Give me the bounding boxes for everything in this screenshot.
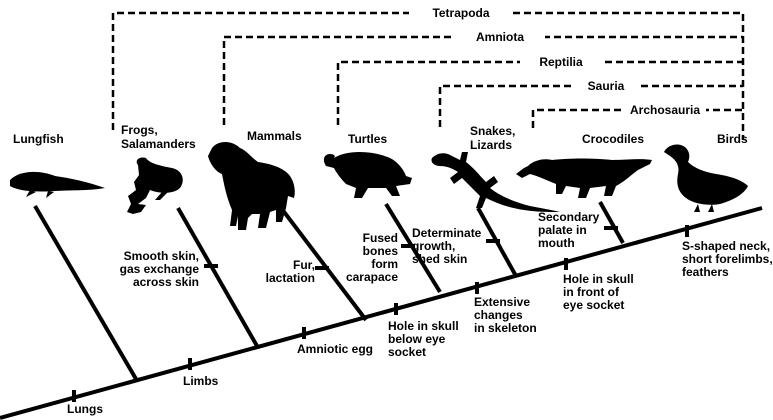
group-brackets: Tetrapoda Amniota Reptilia Sauria Archos… bbox=[113, 4, 743, 140]
lungfish-silhouette bbox=[10, 172, 105, 198]
char-label-amniotic-egg: Amniotic egg bbox=[297, 342, 373, 356]
char-label-lungs: Lungs bbox=[67, 402, 103, 416]
turtle-silhouette bbox=[324, 152, 412, 198]
group-label-amniota: Amniota bbox=[476, 30, 524, 44]
branch-crocodiles bbox=[600, 202, 623, 243]
taxon-label-frogs-salamanders: Frogs,Salamanders bbox=[121, 123, 196, 151]
char-label-s-shaped-neck: S-shaped neck,short forelimbs,feathers bbox=[682, 239, 773, 279]
taxon-label-snakes-lizards: Snakes,Lizards bbox=[470, 124, 515, 152]
taxon-label-mammals: Mammals bbox=[247, 129, 302, 143]
taxon-label-crocodiles: Crocodiles bbox=[582, 132, 644, 146]
taxon-label-birds: Birds bbox=[717, 132, 748, 146]
branch-lungfish bbox=[35, 206, 136, 379]
frog-silhouette bbox=[127, 157, 183, 214]
group-label-tetrapoda: Tetrapoda bbox=[432, 6, 489, 20]
char-label-limbs: Limbs bbox=[183, 374, 219, 388]
group-label-archosauria: Archosauria bbox=[630, 103, 700, 117]
duck-silhouette bbox=[664, 145, 748, 212]
bracket-tetrapoda: Tetrapoda bbox=[113, 4, 743, 140]
branch-mammals bbox=[272, 196, 366, 320]
bracket-archosauria: Archosauria bbox=[533, 101, 743, 128]
animal-silhouettes bbox=[10, 142, 748, 230]
taxon-labels: Lungfish Frogs,Salamanders Mammals Turtl… bbox=[13, 123, 748, 152]
group-label-sauria: Sauria bbox=[588, 79, 625, 93]
cladogram-branches bbox=[0, 196, 762, 418]
group-label-reptilia: Reptilia bbox=[539, 55, 583, 69]
taxon-label-turtles: Turtles bbox=[348, 132, 387, 146]
dog-silhouette bbox=[208, 142, 295, 230]
taxon-label-lungfish: Lungfish bbox=[13, 132, 64, 146]
crocodile-silhouette bbox=[516, 159, 652, 199]
char-label-fur-lactation: Fur,lactation bbox=[266, 258, 315, 285]
